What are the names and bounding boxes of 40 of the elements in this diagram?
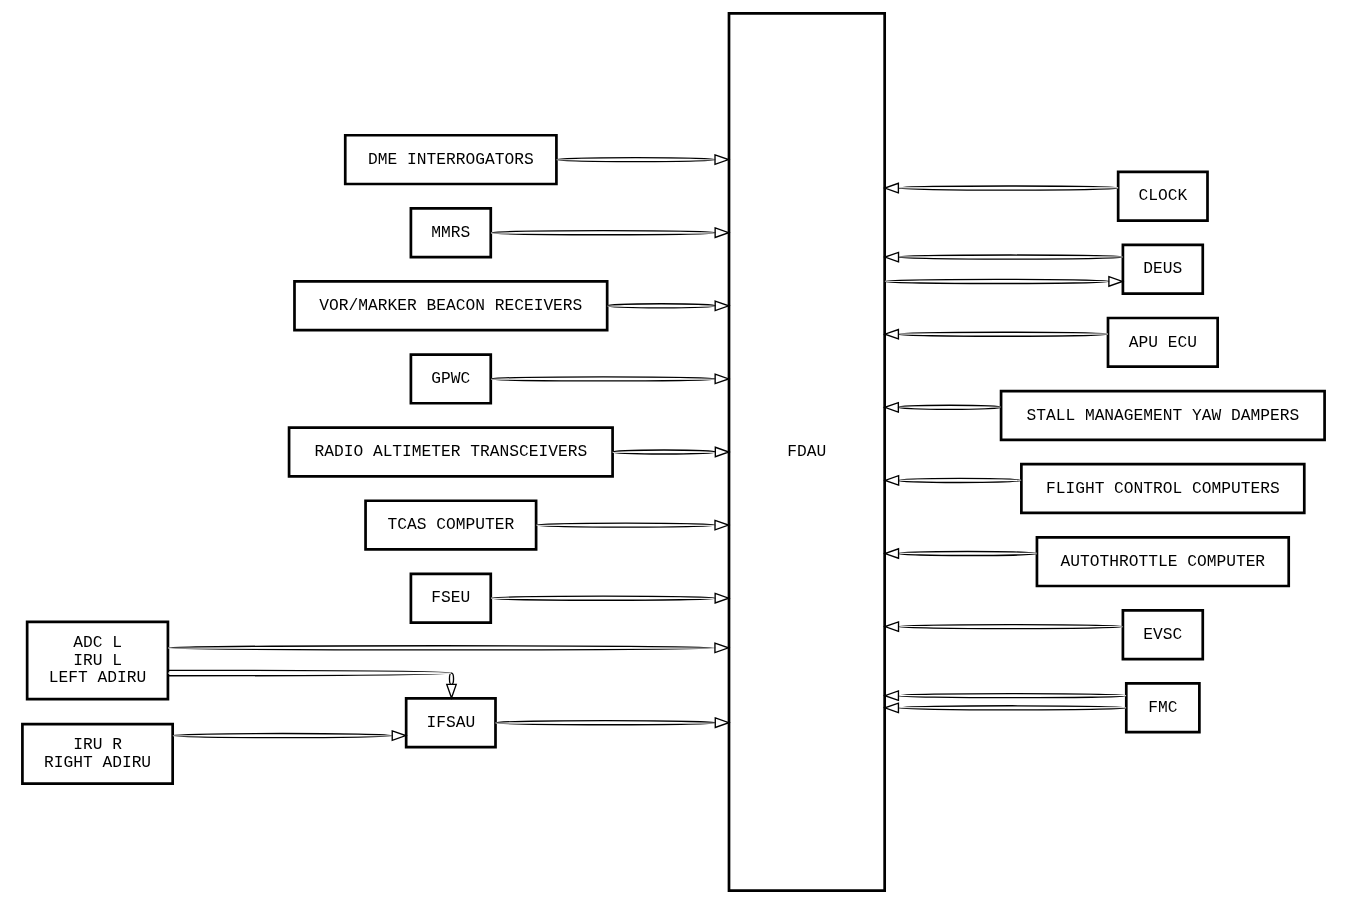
node-box: TCAS COMPUTER	[364, 499, 538, 551]
arrow	[172, 729, 408, 742]
arrow	[490, 373, 731, 385]
node-box: DEUS	[1121, 243, 1205, 295]
node-box: FSEU	[409, 572, 493, 624]
node-box: CLOCK	[1116, 170, 1209, 222]
arrow	[606, 300, 731, 312]
node-box: MMRS	[409, 207, 493, 259]
node-box: GPWC	[409, 353, 493, 405]
node-box: DME INTERROGATORS	[343, 133, 558, 186]
arrow	[884, 275, 1125, 288]
node-box: VOR/MARKER BEACON RECEIVERS	[293, 280, 609, 332]
arrow	[490, 592, 731, 604]
node-box: RADIO ALTIMETER TRANSCEIVERS	[287, 426, 614, 478]
arrow	[882, 401, 1002, 414]
node-box: IRU R RIGHT ADIRU	[21, 722, 174, 785]
arrow	[882, 328, 1109, 340]
node-box: AUTOTHROTTLE COMPUTER	[1035, 535, 1291, 588]
arrow	[535, 519, 731, 531]
arrow	[882, 251, 1124, 263]
node-box: ADC L IRU L LEFT ADIRU	[25, 620, 170, 701]
arrow	[882, 620, 1124, 633]
arrow	[556, 153, 731, 166]
node-box: IFSAU	[404, 697, 497, 749]
arrow	[167, 669, 458, 700]
arrow	[167, 642, 731, 654]
node-box: EVSC	[1121, 609, 1205, 661]
arrow	[882, 547, 1038, 560]
node-box: FLIGHT CONTROL COMPUTERS	[1020, 462, 1306, 515]
arrow	[883, 474, 1022, 487]
node-box: APU ECU	[1106, 316, 1219, 369]
arrow	[494, 717, 731, 729]
arrow	[612, 446, 731, 458]
node-box: FMC	[1124, 682, 1201, 734]
arrow	[490, 227, 731, 239]
arrow	[882, 182, 1119, 194]
arrow	[882, 689, 1127, 702]
node-box: FDAU	[727, 12, 886, 892]
arrow	[882, 702, 1127, 714]
node-box: STALL MANAGEMENT YAW DAMPERS	[999, 389, 1326, 442]
